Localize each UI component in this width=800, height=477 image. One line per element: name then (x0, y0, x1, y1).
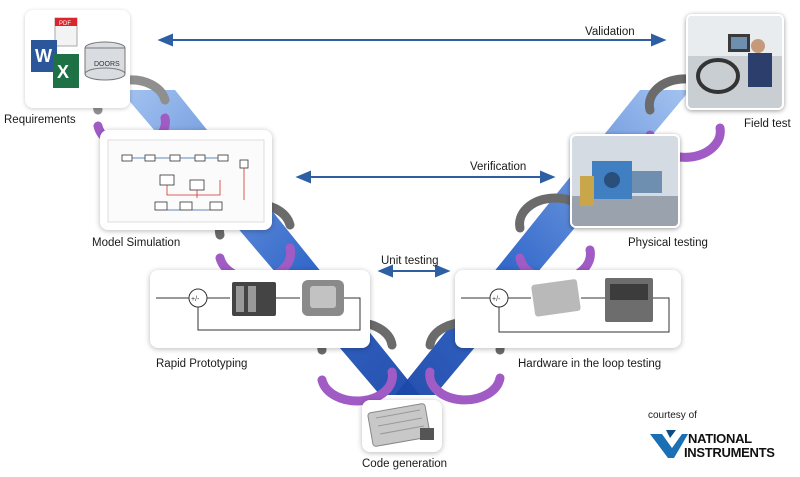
doors-icon-text: DOORS (94, 61, 120, 68)
ecu-icon (367, 403, 434, 447)
courtesy-label: courtesy of (648, 410, 697, 421)
requirements-card: PDF W X DOORS (25, 10, 130, 108)
rapid-prototyping-card: +/- (150, 270, 370, 348)
pdf-icon-text: PDF (59, 21, 71, 27)
hil-loop-icon: +/- (461, 278, 670, 333)
stage-label-model-simulation: Model Simulation (92, 237, 181, 249)
rapid-prototyping-loop-icon: +/- (156, 280, 361, 331)
simulink-diagram-icon (107, 139, 265, 223)
stage-label-rapid-prototyping: Rapid Prototyping (156, 358, 248, 370)
physical-testing-photo (570, 134, 680, 228)
code-generation-card (362, 400, 442, 452)
link-label-unit-testing: Unit testing (381, 255, 439, 267)
model-simulation-card (100, 130, 272, 230)
sum-junction-label: +/- (492, 296, 501, 303)
national-instruments-logo: NATIONAL INSTRUMENTS (648, 428, 778, 466)
link-arrows (157, 33, 667, 278)
stage-label-physical-testing: Physical testing (628, 237, 708, 249)
stage-label-requirements: Requirements (4, 114, 76, 126)
field-test-photo (686, 14, 784, 110)
link-label-validation: Validation (585, 26, 635, 38)
eagle-icon (650, 430, 688, 458)
stage-label-hil-testing: Hardware in the loop testing (518, 358, 662, 370)
stage-label-code-generation: Code generation (362, 458, 448, 470)
svg-text:W: W (35, 46, 52, 66)
ni-brand-line1: NATIONAL (688, 431, 752, 446)
hil-testing-card: +/- (455, 270, 681, 348)
sum-junction-label: +/- (191, 296, 200, 303)
driver-in-car-icon (688, 16, 782, 108)
stage-label-field-test: Field test (744, 118, 791, 130)
requirements-document-icons: PDF W X DOORS (31, 17, 126, 88)
ni-brand-line2: INSTRUMENTS (684, 445, 775, 460)
test-rig-icon (572, 136, 678, 226)
svg-text:X: X (57, 62, 69, 82)
link-label-verification: Verification (470, 161, 527, 173)
